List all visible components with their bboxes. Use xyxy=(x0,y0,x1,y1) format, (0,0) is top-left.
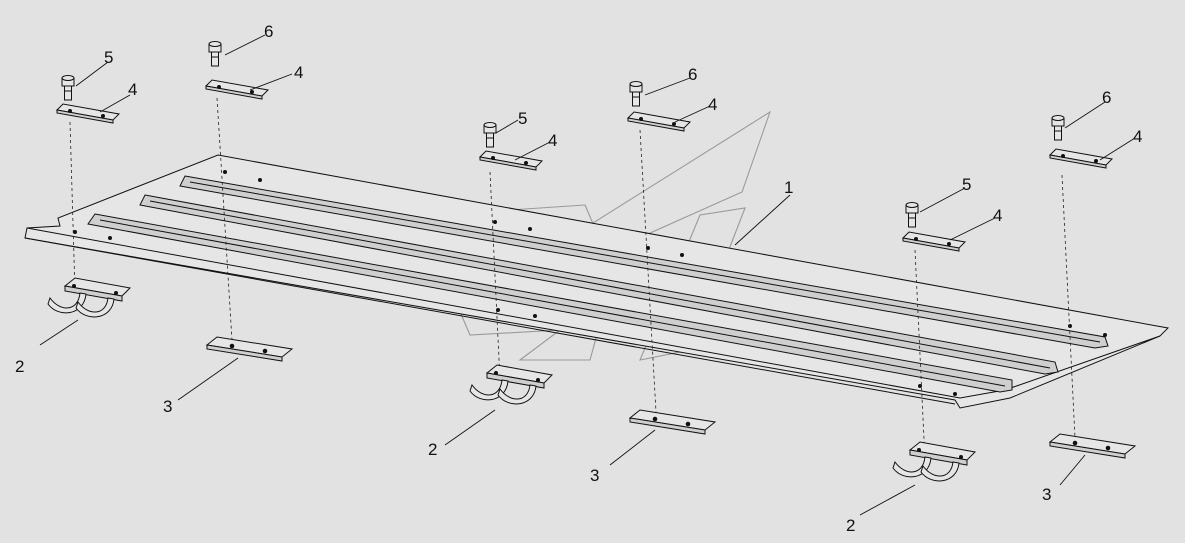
callout-label-4: 4 xyxy=(708,95,717,114)
callout-label-3: 3 xyxy=(1042,485,1051,504)
bolt-part-5 xyxy=(483,122,497,148)
washer-plate-part-4 xyxy=(1048,148,1114,169)
callout-label-2: 2 xyxy=(428,440,437,459)
bottom-plate-part-3 xyxy=(205,336,294,362)
clip-bracket-part-2 xyxy=(892,441,977,482)
bottom-plate-part-3 xyxy=(1048,433,1137,459)
callout-label-4: 4 xyxy=(993,206,1002,225)
washer-plate-part-4 xyxy=(901,231,967,252)
bottom-plate-part-3 xyxy=(628,409,717,435)
bolt-part-5 xyxy=(905,202,919,228)
callout-label-4: 4 xyxy=(128,80,137,99)
panel-rib xyxy=(179,175,1109,349)
panel-rib xyxy=(139,194,1059,375)
panel-rib xyxy=(87,213,1013,393)
callout-label-4: 4 xyxy=(548,131,557,150)
callout-label-4: 4 xyxy=(294,63,303,82)
callout-label-5: 5 xyxy=(104,48,113,67)
washer-plate-part-4 xyxy=(626,111,692,132)
clip-bracket-part-2 xyxy=(469,364,554,405)
washer-plate-part-4 xyxy=(55,103,121,124)
main-panel xyxy=(24,154,1170,409)
callout-labels: 1 2 2 2 3 3 3 4 4 4 4 4 4 5 5 5 6 6 6 xyxy=(15,22,1142,535)
callout-label-6: 6 xyxy=(1102,88,1111,107)
bolt-part-6 xyxy=(629,81,643,107)
clip-bracket-part-2 xyxy=(47,277,132,318)
washer-plate-part-4 xyxy=(478,150,544,171)
callout-label-1: 1 xyxy=(784,178,793,197)
callout-label-4: 4 xyxy=(1133,127,1142,146)
callout-label-2: 2 xyxy=(15,357,24,376)
callout-label-3: 3 xyxy=(163,397,172,416)
leader-lines xyxy=(39,34,1136,516)
callout-label-5: 5 xyxy=(518,109,527,128)
callout-label-5: 5 xyxy=(962,175,971,194)
assembly-lines xyxy=(69,97,1076,461)
callout-label-2: 2 xyxy=(846,516,855,535)
callout-label-3: 3 xyxy=(590,466,599,485)
callout-label-6: 6 xyxy=(688,65,697,84)
bolt-part-5 xyxy=(61,75,75,101)
bolt-part-6 xyxy=(208,41,222,67)
washer-plate-part-4 xyxy=(204,79,270,100)
callout-label-6: 6 xyxy=(264,22,273,41)
bolt-part-6 xyxy=(1051,115,1065,141)
